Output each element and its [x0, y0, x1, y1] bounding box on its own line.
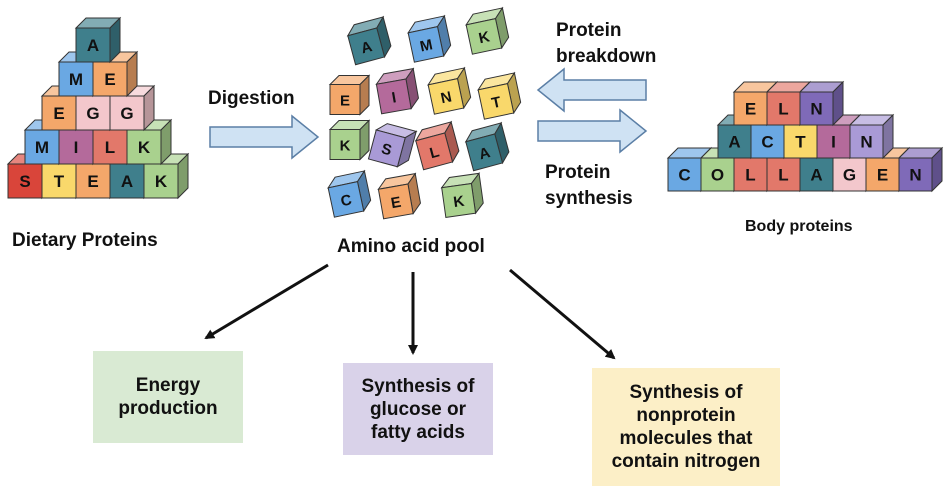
block-letter: N: [909, 166, 921, 185]
pool-block-wrapper: S: [367, 123, 418, 168]
block-letter: E: [104, 70, 115, 89]
pool-block-wrapper: K: [465, 6, 510, 55]
protein-synthesis-label: Protein synthesis: [545, 162, 633, 209]
pool-block-n: N: [427, 66, 472, 115]
block-letter: L: [105, 138, 115, 157]
pool-block-m: M: [407, 14, 452, 63]
block-letter: L: [778, 100, 788, 119]
block-letter: K: [138, 138, 151, 157]
nonprotein-nitrogen-box: Synthesis of nonprotein molecules that c…: [592, 368, 780, 486]
block-letter: E: [53, 104, 64, 123]
block-letter: E: [877, 166, 888, 185]
block-letter: K: [155, 172, 168, 191]
block-letter: E: [745, 100, 756, 119]
block-letter: K: [340, 138, 351, 155]
protein-synthesis-arrow: [537, 108, 648, 154]
pool-block-wrapper: C: [327, 169, 372, 218]
block-letter: T: [795, 133, 806, 152]
glucose-fatty-acids-box: Synthesis of glucose or fatty acids: [343, 363, 493, 455]
pool-block-wrapper: K: [440, 172, 484, 218]
block-letter: G: [120, 104, 133, 123]
block-letter: C: [761, 133, 773, 152]
digestion-arrow: [209, 114, 320, 160]
pool-block-t: T: [477, 71, 522, 120]
pool-block-wrapper: I: [375, 67, 419, 115]
block-letter: G: [86, 104, 99, 123]
pool-block-wrapper: K: [328, 119, 371, 161]
pool-block-wrapper: N: [427, 66, 472, 115]
pool-block-wrapper: T: [477, 71, 522, 120]
block-letter: A: [121, 172, 133, 191]
block-letter: S: [19, 172, 30, 191]
amino-acid-pool-label: Amino acid pool: [337, 236, 485, 257]
block-letter: M: [418, 36, 434, 55]
pool-block-a: A: [346, 15, 392, 66]
pool-block-i: I: [375, 67, 419, 115]
block-letter: K: [452, 193, 465, 211]
pool-block-s: S: [367, 123, 418, 168]
pool-block-c: C: [327, 169, 372, 218]
block-letter: T: [54, 172, 65, 191]
arrow-to-nitrogen: [509, 268, 616, 360]
collagen-block-n: N: [897, 146, 944, 193]
pool-block-wrapper: L: [414, 120, 460, 171]
block-letter: N: [810, 100, 822, 119]
block-letter: T: [490, 94, 503, 113]
pool-block-wrapper: M: [407, 14, 452, 63]
block-letter: I: [831, 133, 836, 152]
amino-acid-pool-blocks: A M K E I N T K S L A C E K: [327, 6, 522, 220]
pool-block-k: K: [440, 172, 484, 218]
block-letter: E: [340, 93, 350, 110]
pool-block-a: A: [464, 121, 510, 172]
block-letter: A: [359, 38, 374, 57]
pool-block-e: E: [328, 74, 371, 116]
block-letter: A: [477, 144, 492, 163]
glucose-fatty-acids-text: Synthesis of glucose or fatty acids: [361, 375, 475, 443]
nonprotein-nitrogen-text: Synthesis of nonprotein molecules that c…: [611, 382, 761, 472]
block-letter: K: [477, 28, 491, 47]
dietary-proteins-label: Dietary Proteins: [12, 230, 158, 251]
block-letter: E: [87, 172, 98, 191]
block-letter: I: [74, 138, 79, 157]
block-letter: A: [810, 166, 822, 185]
energy-production-text: Energy production: [118, 375, 218, 419]
block-letter: S: [379, 140, 393, 159]
block-letter: G: [843, 166, 856, 185]
block-letter: L: [778, 166, 788, 185]
block-letter: L: [428, 143, 441, 162]
arrow-to-energy: [204, 263, 329, 340]
pool-block-k: K: [328, 119, 371, 161]
elastin-block-n: N: [798, 80, 845, 127]
energy-production-box: Energy production: [93, 351, 243, 443]
pool-block-l: L: [414, 120, 460, 171]
block-letter: C: [339, 191, 353, 210]
protein-breakdown-arrow: [536, 67, 647, 113]
block-letter: E: [390, 194, 403, 212]
pool-block-wrapper: A: [464, 121, 510, 172]
body-proteins-label: Body proteins: [745, 218, 853, 235]
block-letter: O: [711, 166, 724, 185]
actin-block-n: N: [848, 113, 895, 160]
block-letter: N: [860, 133, 872, 152]
block-letter: M: [35, 138, 49, 157]
block-letter: C: [678, 166, 690, 185]
block-letter: M: [69, 70, 83, 89]
pool-block-k: K: [465, 6, 510, 55]
pool-block-wrapper: E: [328, 74, 371, 116]
block-letter: L: [745, 166, 755, 185]
block-letter: A: [728, 133, 740, 152]
pool-block-wrapper: A: [346, 15, 392, 66]
block-letter: N: [439, 88, 453, 107]
block-letter: I: [391, 89, 398, 106]
protein-breakdown-label: Protein breakdown: [556, 20, 657, 67]
pool-block-wrapper: E: [377, 172, 421, 220]
pyramid-block-a: A: [74, 16, 122, 64]
pool-block-e: E: [377, 172, 421, 220]
block-letter: A: [87, 36, 99, 55]
digestion-label: Digestion: [208, 88, 295, 109]
